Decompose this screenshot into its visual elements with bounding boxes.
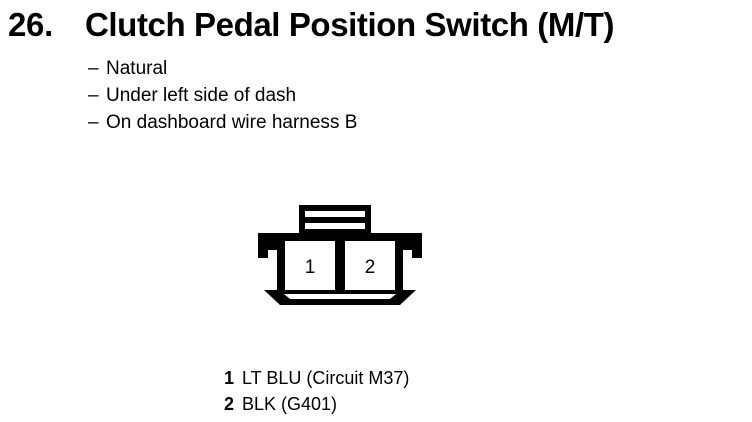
legend-pin-number: 1 <box>224 368 235 388</box>
list-item-label: On dashboard wire harness B <box>106 112 358 133</box>
description-list: – Natural – Under left side of dash – On… <box>88 55 648 136</box>
legend-row: 2 BLK (G401) <box>224 391 644 417</box>
list-item: – Under left side of dash <box>88 82 648 109</box>
dash-bullet-icon: – <box>88 58 99 79</box>
page-title: Clutch Pedal Position Switch (M/T) <box>84 6 615 43</box>
list-item: – Natural <box>88 55 648 82</box>
cavity-number-1: 1 <box>305 257 316 278</box>
page-heading: 26. Clutch Pedal Position Switch (M/T) <box>8 6 744 46</box>
legend-pin-description: LT BLU (Circuit M37) <box>242 368 410 388</box>
connector-locking-tab <box>299 205 371 235</box>
cavity-2-interior <box>345 241 395 290</box>
list-item-label: Under left side of dash <box>106 85 297 106</box>
list-item: – On dashboard wire harness B <box>88 109 648 136</box>
cavity-1-interior <box>285 241 335 290</box>
heading-number: 26. <box>8 6 53 43</box>
dash-bullet-icon: – <box>88 85 99 106</box>
terminal-legend: 1 LT BLU (Circuit M37) 2 BLK (G401) <box>224 365 644 417</box>
connector-body <box>258 233 422 305</box>
dash-bullet-icon: – <box>88 112 99 133</box>
legend-pin-description: BLK (G401) <box>242 394 338 414</box>
connector-bottom-slit <box>284 294 396 299</box>
connector-diagram: 1 2 <box>240 192 440 317</box>
legend-pin-number: 2 <box>224 394 235 414</box>
cavity-number-2: 2 <box>365 257 376 278</box>
legend-row: 1 LT BLU (Circuit M37) <box>224 365 644 391</box>
list-item-label: Natural <box>106 58 168 79</box>
